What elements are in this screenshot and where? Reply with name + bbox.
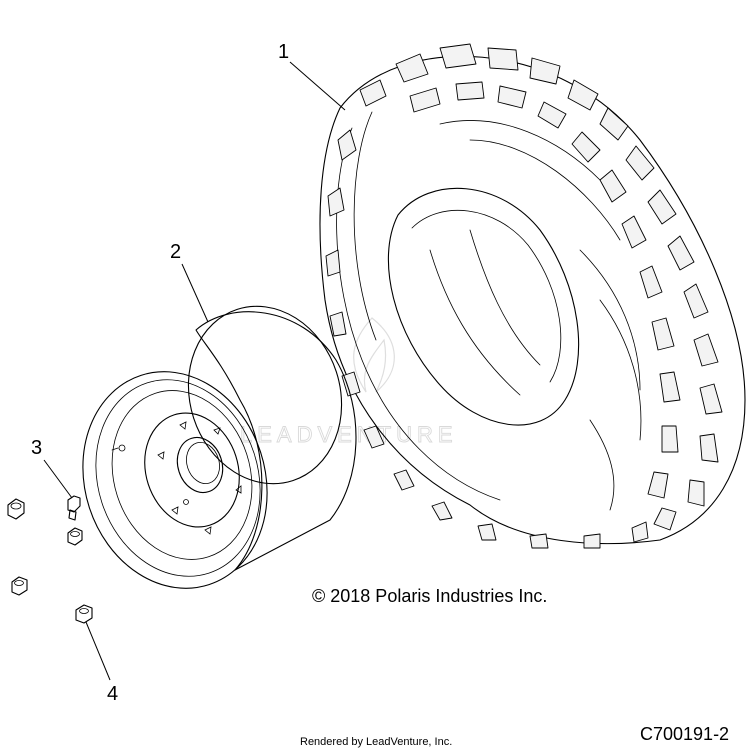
callout-label: 3 <box>31 437 42 459</box>
wheel-rim <box>82 305 357 589</box>
callout-label: 1 <box>278 41 289 63</box>
leader-line <box>181 263 209 323</box>
lug-nuts <box>7 498 93 624</box>
tire <box>319 43 746 549</box>
leader-line <box>289 61 346 111</box>
leader-line <box>43 459 73 499</box>
watermark-flame-icon <box>353 317 395 393</box>
valve-stem <box>67 495 81 521</box>
lug-nut <box>11 576 28 596</box>
watermark: LEADVENTURE <box>240 317 458 447</box>
copyright-notice: © 2018 Polaris Industries Inc. <box>312 586 547 606</box>
leader-line <box>85 621 111 681</box>
callout-3: 3 <box>31 437 73 499</box>
callout-label: 4 <box>107 683 118 705</box>
figure-id: C700191-2 <box>640 724 729 744</box>
lug-nut <box>75 604 93 624</box>
rendered-by-credit: Rendered by LeadVenture, Inc. <box>300 736 452 748</box>
callout-1: 1 <box>278 41 346 111</box>
callout-label: 2 <box>170 241 181 263</box>
lug-nut <box>67 527 83 546</box>
lug-nut <box>7 498 25 520</box>
callout-4: 4 <box>85 621 118 705</box>
callout-2: 2 <box>170 241 209 323</box>
watermark-text: LEADVENTURE <box>240 422 458 447</box>
